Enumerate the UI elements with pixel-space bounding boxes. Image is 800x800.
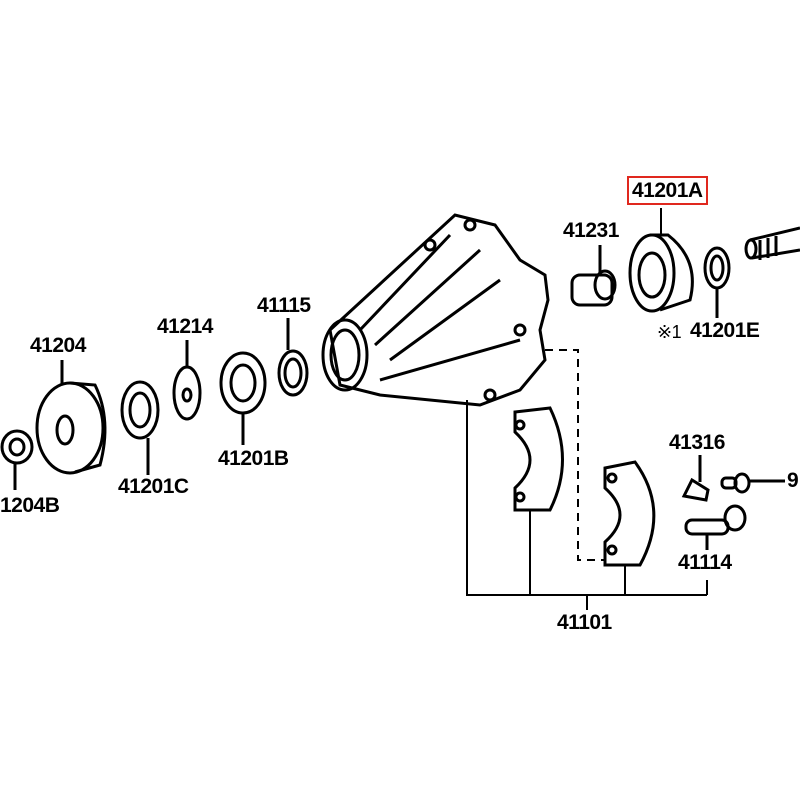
label-41114[interactable]: 41114	[678, 551, 732, 574]
part-41115	[277, 349, 309, 397]
part-41204-flange	[35, 381, 107, 475]
bearing-cap-left	[513, 406, 564, 512]
label-41101[interactable]: 41101	[557, 611, 612, 634]
label-41201B[interactable]: 41201B	[218, 447, 289, 470]
part-41316-clip	[681, 477, 710, 502]
part-41231	[570, 269, 617, 307]
label-41201E[interactable]: 41201E	[690, 319, 760, 342]
part-41201B	[219, 351, 267, 415]
label-41316[interactable]: 41316	[669, 431, 725, 454]
part-41204B-nut	[0, 429, 34, 465]
dashed-leader	[545, 349, 605, 561]
leader-41101	[466, 400, 708, 610]
label-41201C[interactable]: 41201C	[118, 475, 189, 498]
small-bolt	[720, 472, 751, 494]
label-41214[interactable]: 41214	[157, 315, 213, 338]
part-41201E-washer	[703, 246, 731, 290]
part-41201C	[120, 380, 160, 440]
note-mark: ※1	[657, 322, 682, 342]
carrier-housing	[321, 213, 550, 407]
label-41204[interactable]: 41204	[30, 334, 86, 357]
part-41114-bolt	[684, 504, 747, 536]
part-41201A-bearing	[628, 233, 694, 313]
part-41214	[172, 365, 202, 421]
pinion-shaft	[744, 226, 800, 260]
label-41204B[interactable]: 1204B	[0, 494, 60, 517]
label-41115[interactable]: 41115	[257, 294, 311, 317]
label-41231[interactable]: 41231	[563, 219, 619, 242]
label-90-partial[interactable]: 9	[787, 469, 799, 492]
bearing-cap-right	[603, 460, 656, 567]
label-41201A-highlighted[interactable]: 41201A	[627, 176, 708, 205]
